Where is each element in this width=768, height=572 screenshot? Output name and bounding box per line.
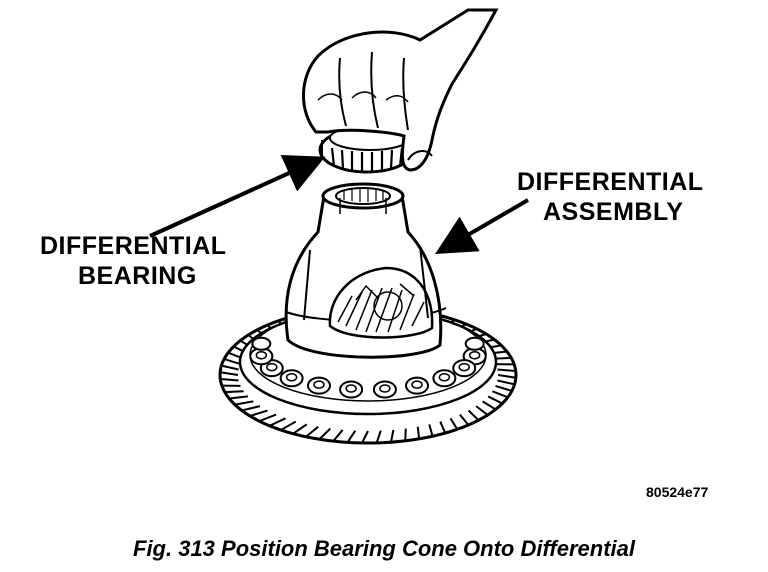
gear-tooth <box>249 409 268 417</box>
gear-tooth <box>487 395 503 405</box>
bolt-head <box>339 380 364 399</box>
leader-arrows <box>149 154 530 255</box>
gear-tooth <box>221 364 239 371</box>
label-line: DIFFERENTIAL <box>40 232 227 260</box>
gear-tooth <box>390 429 395 443</box>
gear-tooth <box>497 379 515 386</box>
gear-tooth <box>482 400 497 411</box>
arrow-to-bearing <box>149 154 326 238</box>
gear-tooth <box>220 377 239 382</box>
arrow-to-assembly <box>435 198 530 255</box>
gear-tooth <box>332 429 344 442</box>
gear-tooth <box>492 390 509 399</box>
gear-tooth <box>318 427 331 440</box>
gear-tooth <box>497 374 517 379</box>
bolt-head <box>279 369 304 388</box>
hand <box>302 8 499 172</box>
gear-tooth <box>269 417 286 427</box>
figure-caption: Fig. 313 Position Bearing Cone Onto Diff… <box>133 536 635 561</box>
gear-tooth <box>224 390 244 394</box>
gear-tooth <box>229 395 249 400</box>
bolt-head <box>251 336 272 351</box>
differential-case <box>284 182 447 359</box>
bolt-head <box>464 336 485 351</box>
gear-tooth <box>292 423 308 435</box>
gear-tooth <box>467 409 480 421</box>
bolt-head <box>372 380 397 399</box>
gear-tooth <box>241 405 261 412</box>
gear-tooth <box>375 430 382 444</box>
bolt-head <box>452 359 477 378</box>
bolt-head <box>432 369 457 388</box>
bolt-head <box>249 347 274 366</box>
gear-tooth <box>219 371 239 376</box>
gear-tooth <box>449 417 459 430</box>
gear-tooth <box>428 424 434 437</box>
gear-tooth <box>223 358 241 366</box>
gear-tooth <box>361 430 369 444</box>
gear-tooth <box>280 420 297 431</box>
label-line: DIFFERENTIAL <box>517 168 704 196</box>
gear-tooth <box>495 384 513 392</box>
reference-code: 80524e77 <box>646 484 709 500</box>
label-differential-assembly: DIFFERENTIAL ASSEMBLY <box>517 167 704 227</box>
gear-tooth <box>258 413 277 423</box>
label-differential-bearing: DIFFERENTIAL BEARING <box>40 231 227 291</box>
gear-tooth <box>305 425 319 438</box>
gear-tooth <box>497 368 516 373</box>
bolt-head <box>306 376 331 395</box>
bolt-head <box>405 376 430 395</box>
gear-tooth <box>234 400 254 406</box>
label-line: ASSEMBLY <box>543 198 684 226</box>
gear-tooth <box>416 426 421 439</box>
gear-tooth <box>346 430 357 443</box>
gear-tooth <box>475 405 489 416</box>
gear-tooth <box>439 421 447 434</box>
label-line: BEARING <box>78 262 197 290</box>
gear-tooth <box>459 413 470 426</box>
